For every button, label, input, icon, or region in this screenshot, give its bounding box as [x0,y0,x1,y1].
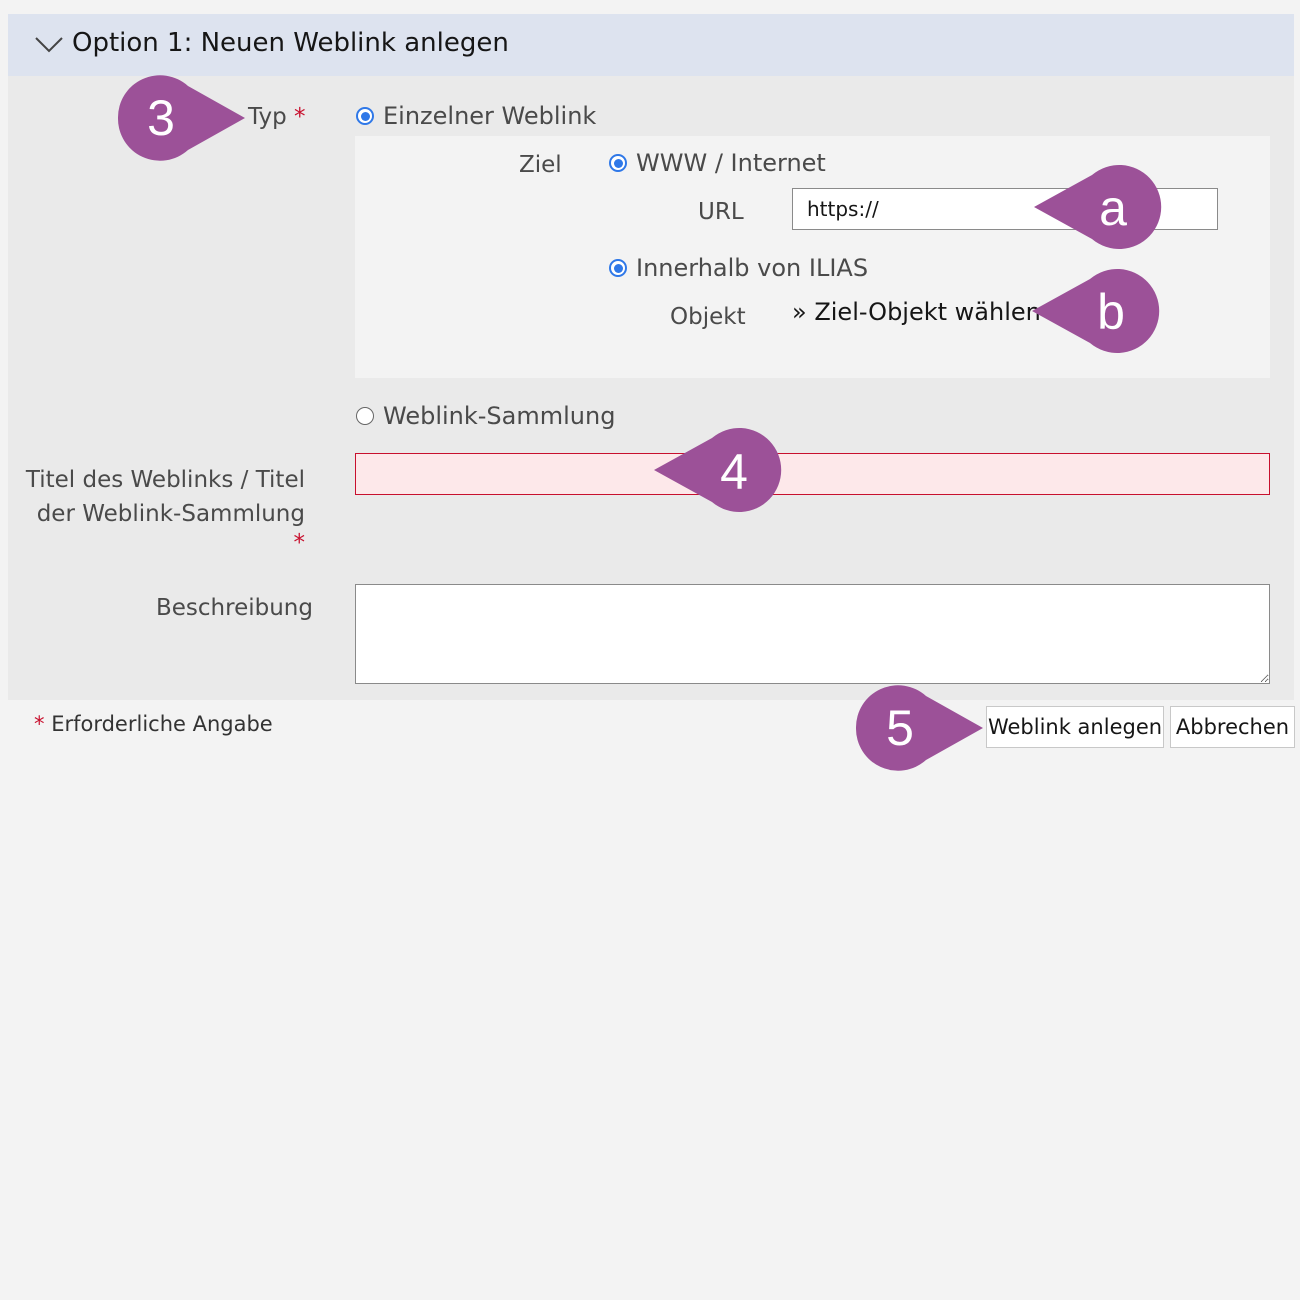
create-weblink-button[interactable]: Weblink anlegen [986,706,1164,748]
title-label-line2: der Weblink-Sammlung [36,501,305,527]
objekt-label: Objekt [670,304,746,330]
required-note-text: Erforderliche Angabe [51,712,273,736]
radio-weblink-collection-label[interactable]: Weblink-Sammlung [383,402,616,430]
radio-weblink-collection[interactable] [356,407,374,425]
cancel-button[interactable]: Abbrechen [1170,706,1295,748]
radio-ilias-label[interactable]: Innerhalb von ILIAS [636,254,869,282]
section-header[interactable] [8,14,1294,76]
required-note: * Erforderliche Angabe [34,712,273,736]
radio-single-weblink-label[interactable]: Einzelner Weblink [383,102,597,130]
url-label: URL [698,199,744,225]
select-target-object-link[interactable]: » Ziel-Objekt wählen [792,298,1041,326]
description-textarea[interactable] [355,584,1270,684]
title-label-line1: Titel des Weblinks / Titel [25,467,305,493]
chevron-down-icon[interactable] [34,36,64,54]
radio-ilias[interactable] [609,259,627,277]
typ-label: Typ * [248,104,306,130]
section-title: Option 1: Neuen Weblink anlegen [72,28,509,58]
radio-www-label[interactable]: WWW / Internet [636,149,826,177]
radio-www[interactable] [609,154,627,172]
required-asterisk: * [34,712,45,736]
title-label: Titel des Weblinks / Titel der Weblink-S… [24,463,305,555]
url-input[interactable] [792,188,1218,230]
typ-label-text: Typ [248,104,287,130]
radio-single-weblink[interactable] [356,107,374,125]
ziel-label: Ziel [519,152,562,178]
description-label: Beschreibung [156,595,313,621]
required-asterisk: * [294,104,306,130]
title-input[interactable] [355,453,1270,495]
required-asterisk: * [293,530,306,556]
annotation-marker-5-label: 5 [886,700,914,756]
